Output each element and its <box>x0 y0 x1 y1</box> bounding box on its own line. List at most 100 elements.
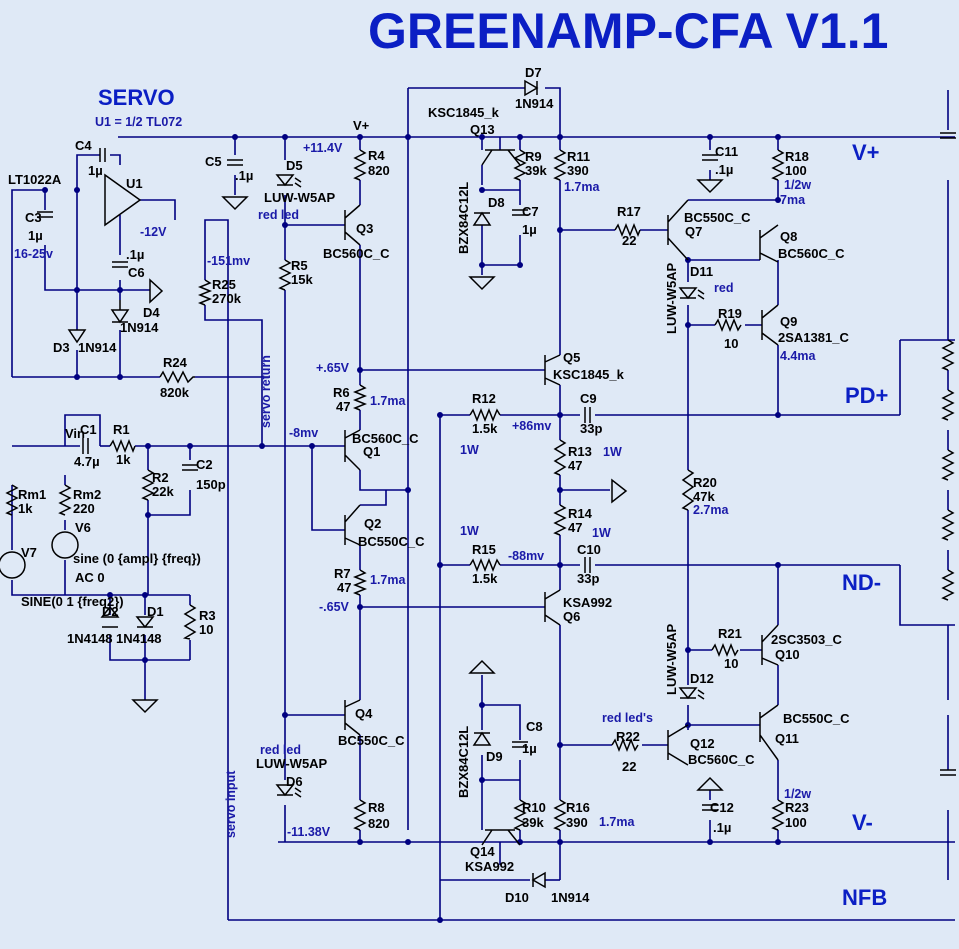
label-rm1: Rm1 <box>18 487 46 502</box>
transistor-q3 <box>344 204 361 246</box>
resistor-r3 <box>182 604 197 640</box>
label-q14: Q14 <box>470 844 495 859</box>
diode-d9 <box>472 731 492 746</box>
label-c4-value: 1µ <box>88 163 103 178</box>
label-c3-note: 16-25v <box>14 247 53 261</box>
label-c2-value: 150p <box>196 477 226 492</box>
net-servo-return: servo return <box>259 355 273 428</box>
label-r7-value: 47 <box>337 580 351 595</box>
label-r4: R4 <box>368 148 385 163</box>
label-q4-value: BC550C_C <box>338 733 405 748</box>
label-c7-value: 1µ <box>522 222 537 237</box>
label-r18-power: 1/2w <box>784 178 811 192</box>
ground-c12 <box>696 776 724 791</box>
resistor-r18 <box>771 149 785 181</box>
capacitor-c7 <box>512 209 528 216</box>
resistor-r19 <box>714 317 742 333</box>
node-vplus: V+ <box>353 118 370 133</box>
ground-z2 <box>468 659 496 674</box>
label-d10-value: 1N914 <box>551 890 590 905</box>
label-r12-value: 1.5k <box>472 421 498 436</box>
annotation-v-12: -12V <box>140 225 167 239</box>
diode-d4 <box>110 300 130 324</box>
label-c1-value: 4.7µ <box>74 454 100 469</box>
label-c5-value: .1µ <box>235 168 253 183</box>
rail-nfb: NFB <box>842 885 887 910</box>
label-r16: R16 <box>566 800 590 815</box>
label-q13-value: KSC1845_k <box>428 105 500 120</box>
label-d4: D4 <box>143 305 160 320</box>
annotation-mv-86: +86mv <box>512 419 551 433</box>
ground-c5 <box>221 196 249 211</box>
transistor-q10 <box>761 624 779 666</box>
label-v7: V7 <box>21 545 37 560</box>
label-r25-value: 270k <box>212 291 242 306</box>
label-r5-value: 15k <box>291 272 313 287</box>
capacitor-c6 <box>112 261 128 268</box>
capacitor-right-bottom <box>940 769 956 776</box>
label-q9: Q9 <box>780 314 797 329</box>
label-r18: R18 <box>785 149 809 164</box>
transistor-q13 <box>481 149 521 166</box>
label-c11: C11 <box>715 144 738 159</box>
capacitor-c10 <box>584 557 591 573</box>
label-r24: R24 <box>163 355 188 370</box>
label-q11-value: BC550C_C <box>783 711 850 726</box>
label-d3-value: 1N914 <box>78 340 117 355</box>
resistor-r5 <box>278 259 292 291</box>
label-q2-value: BC550C_C <box>358 534 425 549</box>
capacitor-c12 <box>702 804 718 811</box>
label-r23: R23 <box>785 800 809 815</box>
diode-d6 <box>275 784 295 797</box>
label-d11-value: LUW-W5AP <box>664 262 679 334</box>
resistor-r16 <box>553 799 567 831</box>
label-r13-power: 1W <box>603 445 622 459</box>
label-q8: Q8 <box>780 229 797 244</box>
transistor-q8 <box>759 224 779 263</box>
servo-opamp-note: U1 = 1/2 TL072 <box>95 115 182 129</box>
label-q9-value: 2SA1381_C <box>778 330 849 345</box>
capacitor-c9 <box>584 407 591 423</box>
label-q5: Q5 <box>563 350 580 365</box>
label-r4-value: 820 <box>368 163 390 178</box>
resistor-r9 <box>513 149 527 181</box>
label-r2-value: 22k <box>152 484 174 499</box>
diode-d1 <box>135 616 155 629</box>
label-rm2-value: 220 <box>73 501 95 516</box>
capacitor-c4 <box>99 148 106 162</box>
label-d5-value: LUW-W5AP <box>264 190 336 205</box>
label-r3: R3 <box>199 608 216 623</box>
label-r8: R8 <box>368 800 385 815</box>
label-d1-value: 1N4148 <box>116 631 162 646</box>
label-d6-note: red led <box>260 743 301 757</box>
annotations: +11.4V -12V -151mv +.65V 1.7ma -8mv 1.7m… <box>140 141 816 839</box>
label-c4: C4 <box>75 138 92 153</box>
diode-d5 <box>275 174 295 187</box>
label-r23-power: 1/2w <box>784 787 811 801</box>
annotation-i-17a: 1.7ma <box>370 394 406 408</box>
label-d5: D5 <box>286 158 303 173</box>
annotation-i-17c: 1.7ma <box>564 180 600 194</box>
resistor-r17 <box>614 222 641 238</box>
label-d3: D3 <box>53 340 70 355</box>
label-q1: Q1 <box>363 444 380 459</box>
label-q6: Q6 <box>563 609 580 624</box>
label-r17: R17 <box>617 204 641 219</box>
label-r13-value: 47 <box>568 458 582 473</box>
label-v6-value: sine (0 {ampl} {freq}) <box>73 551 201 566</box>
annotation-i-7: 7ma <box>780 193 806 207</box>
label-q1-value: BC560C_C <box>352 431 419 446</box>
annotation-i-17b: 1.7ma <box>370 573 406 587</box>
led-arrows-d5 <box>294 177 302 188</box>
label-lt1022a: LT1022A <box>8 172 62 187</box>
label-q12-value: BC560C_C <box>688 752 755 767</box>
label-v6-ac: AC 0 <box>75 570 105 585</box>
capacitor-c11 <box>702 154 718 161</box>
label-r20: R20 <box>693 475 717 490</box>
resistor-r13 <box>553 439 567 476</box>
label-q7-value: BC550C_C <box>684 210 751 225</box>
annotation-v-1138: -11.38V <box>287 825 331 839</box>
label-r15-value: 1.5k <box>472 571 498 586</box>
label-q8-value: BC560C_C <box>778 246 845 261</box>
label-d12: D12 <box>690 671 714 686</box>
